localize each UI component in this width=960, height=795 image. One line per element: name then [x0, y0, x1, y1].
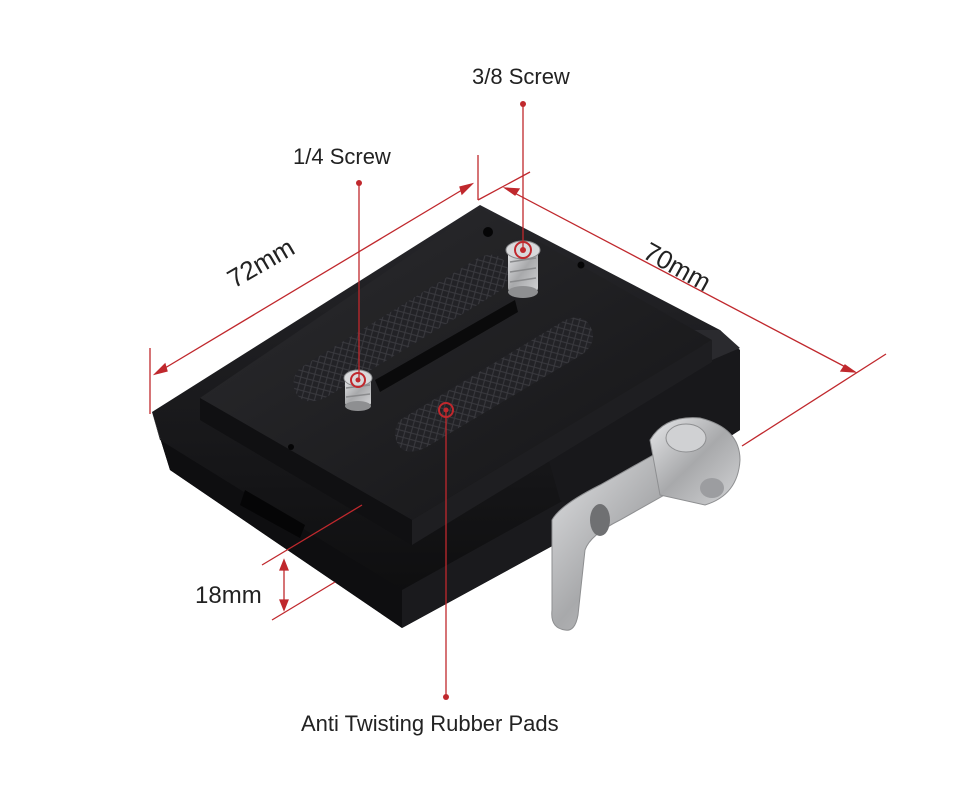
dimension-18mm-line — [261, 504, 363, 621]
dimension-72mm-line — [149, 155, 479, 414]
quick-release-plate — [200, 208, 712, 545]
callout-3-8-screw: 3/8 Screw — [472, 64, 570, 89]
screw-3-8 — [505, 240, 541, 298]
screw-1-4 — [343, 369, 373, 411]
locking-lever — [551, 417, 741, 631]
dimension-70mm-line — [477, 171, 887, 447]
callout-1-4-leader — [350, 180, 366, 388]
callout-3-8-leader — [514, 101, 532, 259]
dimension-height-label: 18mm — [195, 582, 262, 609]
callout-rubber-pads: Anti Twisting Rubber Pads — [301, 711, 559, 736]
callout-1-4-screw: 1/4 Screw — [293, 144, 391, 169]
callout-pads-leader — [438, 402, 454, 700]
rubber-pads — [293, 254, 594, 452]
